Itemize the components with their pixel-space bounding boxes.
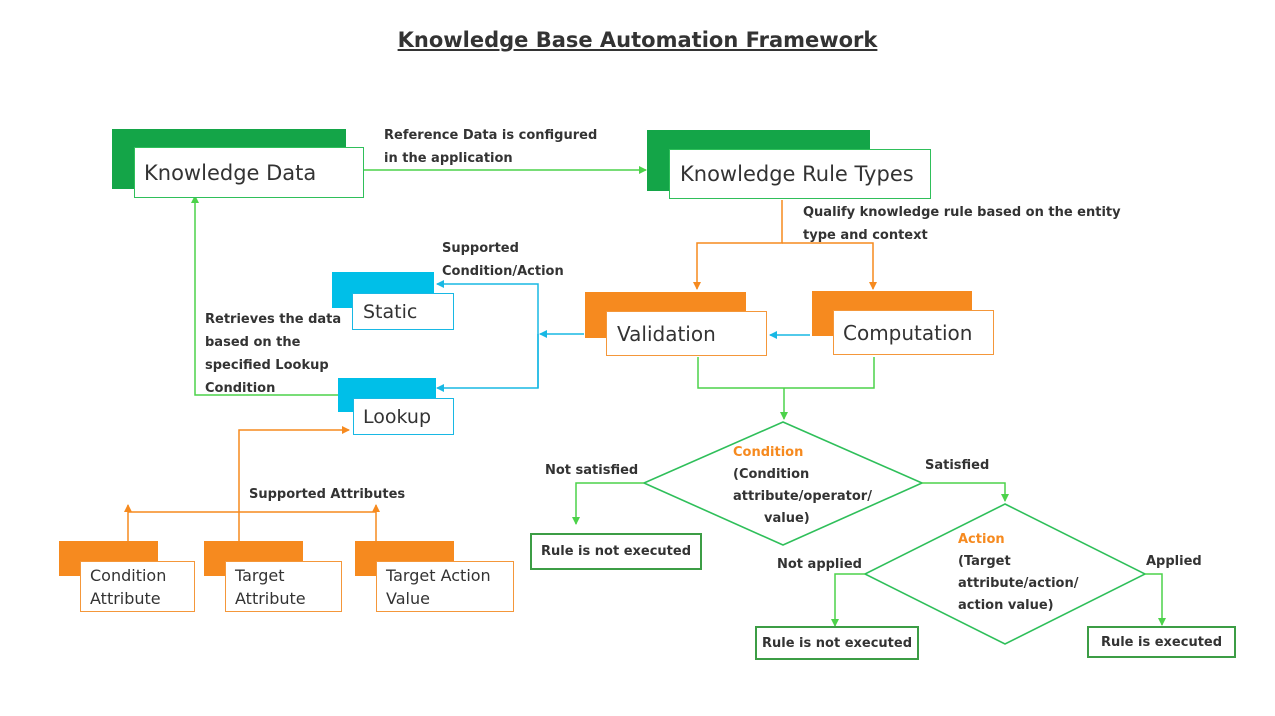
not-applied-label: Not applied — [777, 557, 862, 572]
action-heading: Action — [958, 532, 1005, 547]
target-action-value-line-1: Target Action — [386, 565, 491, 585]
action-diamond — [863, 503, 1147, 645]
diagram-title: Knowledge Base Automation Framework — [397, 28, 878, 52]
applied-label: Applied — [1146, 554, 1202, 569]
knowledge-rule-types-label: Knowledge Rule Types — [680, 162, 914, 186]
condition-attribute-line-1: Condition — [90, 565, 167, 585]
target-action-value-line-2: Value — [386, 588, 430, 608]
computation-node: Computation — [833, 310, 994, 355]
computation-label: Computation — [843, 320, 973, 345]
validation-node: Validation — [606, 311, 767, 356]
lookup-node: Lookup — [353, 398, 454, 435]
knowledge-data-label: Knowledge Data — [144, 160, 317, 185]
knowledge-rule-types-node: Knowledge Rule Types — [669, 149, 931, 199]
reference-data-label: Reference Data is configured in the appl… — [384, 128, 598, 166]
condition-rule-not-executed-box: Rule is not executed — [530, 533, 702, 570]
edge-validation-down — [697, 357, 875, 389]
static-label: Static — [363, 300, 418, 323]
edge-to-lookup — [436, 334, 539, 392]
supported-condition-action-label: Supported Condition/Action — [442, 241, 564, 279]
edge-retrieves-data — [191, 195, 339, 396]
condition-diamond — [642, 421, 924, 546]
retrieves-data-label: Retrieves the data based on the specifie… — [205, 312, 342, 396]
target-attribute-line-1: Target — [235, 565, 285, 585]
condition-text: Condition (Condition attribute/operator/… — [733, 442, 872, 530]
knowledge-data-node: Knowledge Data — [134, 147, 364, 198]
edge-satisfied — [922, 482, 1009, 502]
static-node: Static — [352, 293, 454, 330]
action-text: Action (Target attribute/action/ action … — [958, 529, 1079, 617]
condition-attribute-line-2: Attribute — [90, 588, 161, 608]
supported-attributes-label: Supported Attributes — [249, 487, 406, 502]
edge-supported-attributes — [238, 426, 350, 543]
edge-qualify-rule — [693, 200, 783, 290]
edge-not-satisfied — [572, 482, 644, 525]
not-satisfied-label: Not satisfied — [545, 463, 639, 478]
condition-heading: Condition — [733, 445, 804, 460]
qualify-rule-label: Qualify knowledge rule based on the enti… — [803, 205, 1121, 243]
satisfied-label: Satisfied — [925, 458, 990, 473]
lookup-label: Lookup — [363, 405, 432, 428]
target-attribute-node: Target Attribute — [225, 561, 342, 612]
edge-qualify-rule-computation — [782, 242, 877, 290]
action-rule-executed-box: Rule is executed — [1087, 626, 1236, 658]
validation-label: Validation — [617, 321, 716, 346]
edge-applied — [1145, 573, 1166, 626]
action-rule-not-executed-box: Rule is not executed — [755, 626, 919, 660]
edge-not-applied — [831, 573, 865, 627]
target-action-value-node: Target Action Value — [376, 561, 514, 612]
condition-attribute-node: Condition Attribute — [80, 561, 195, 612]
target-attribute-line-2: Attribute — [235, 588, 306, 608]
